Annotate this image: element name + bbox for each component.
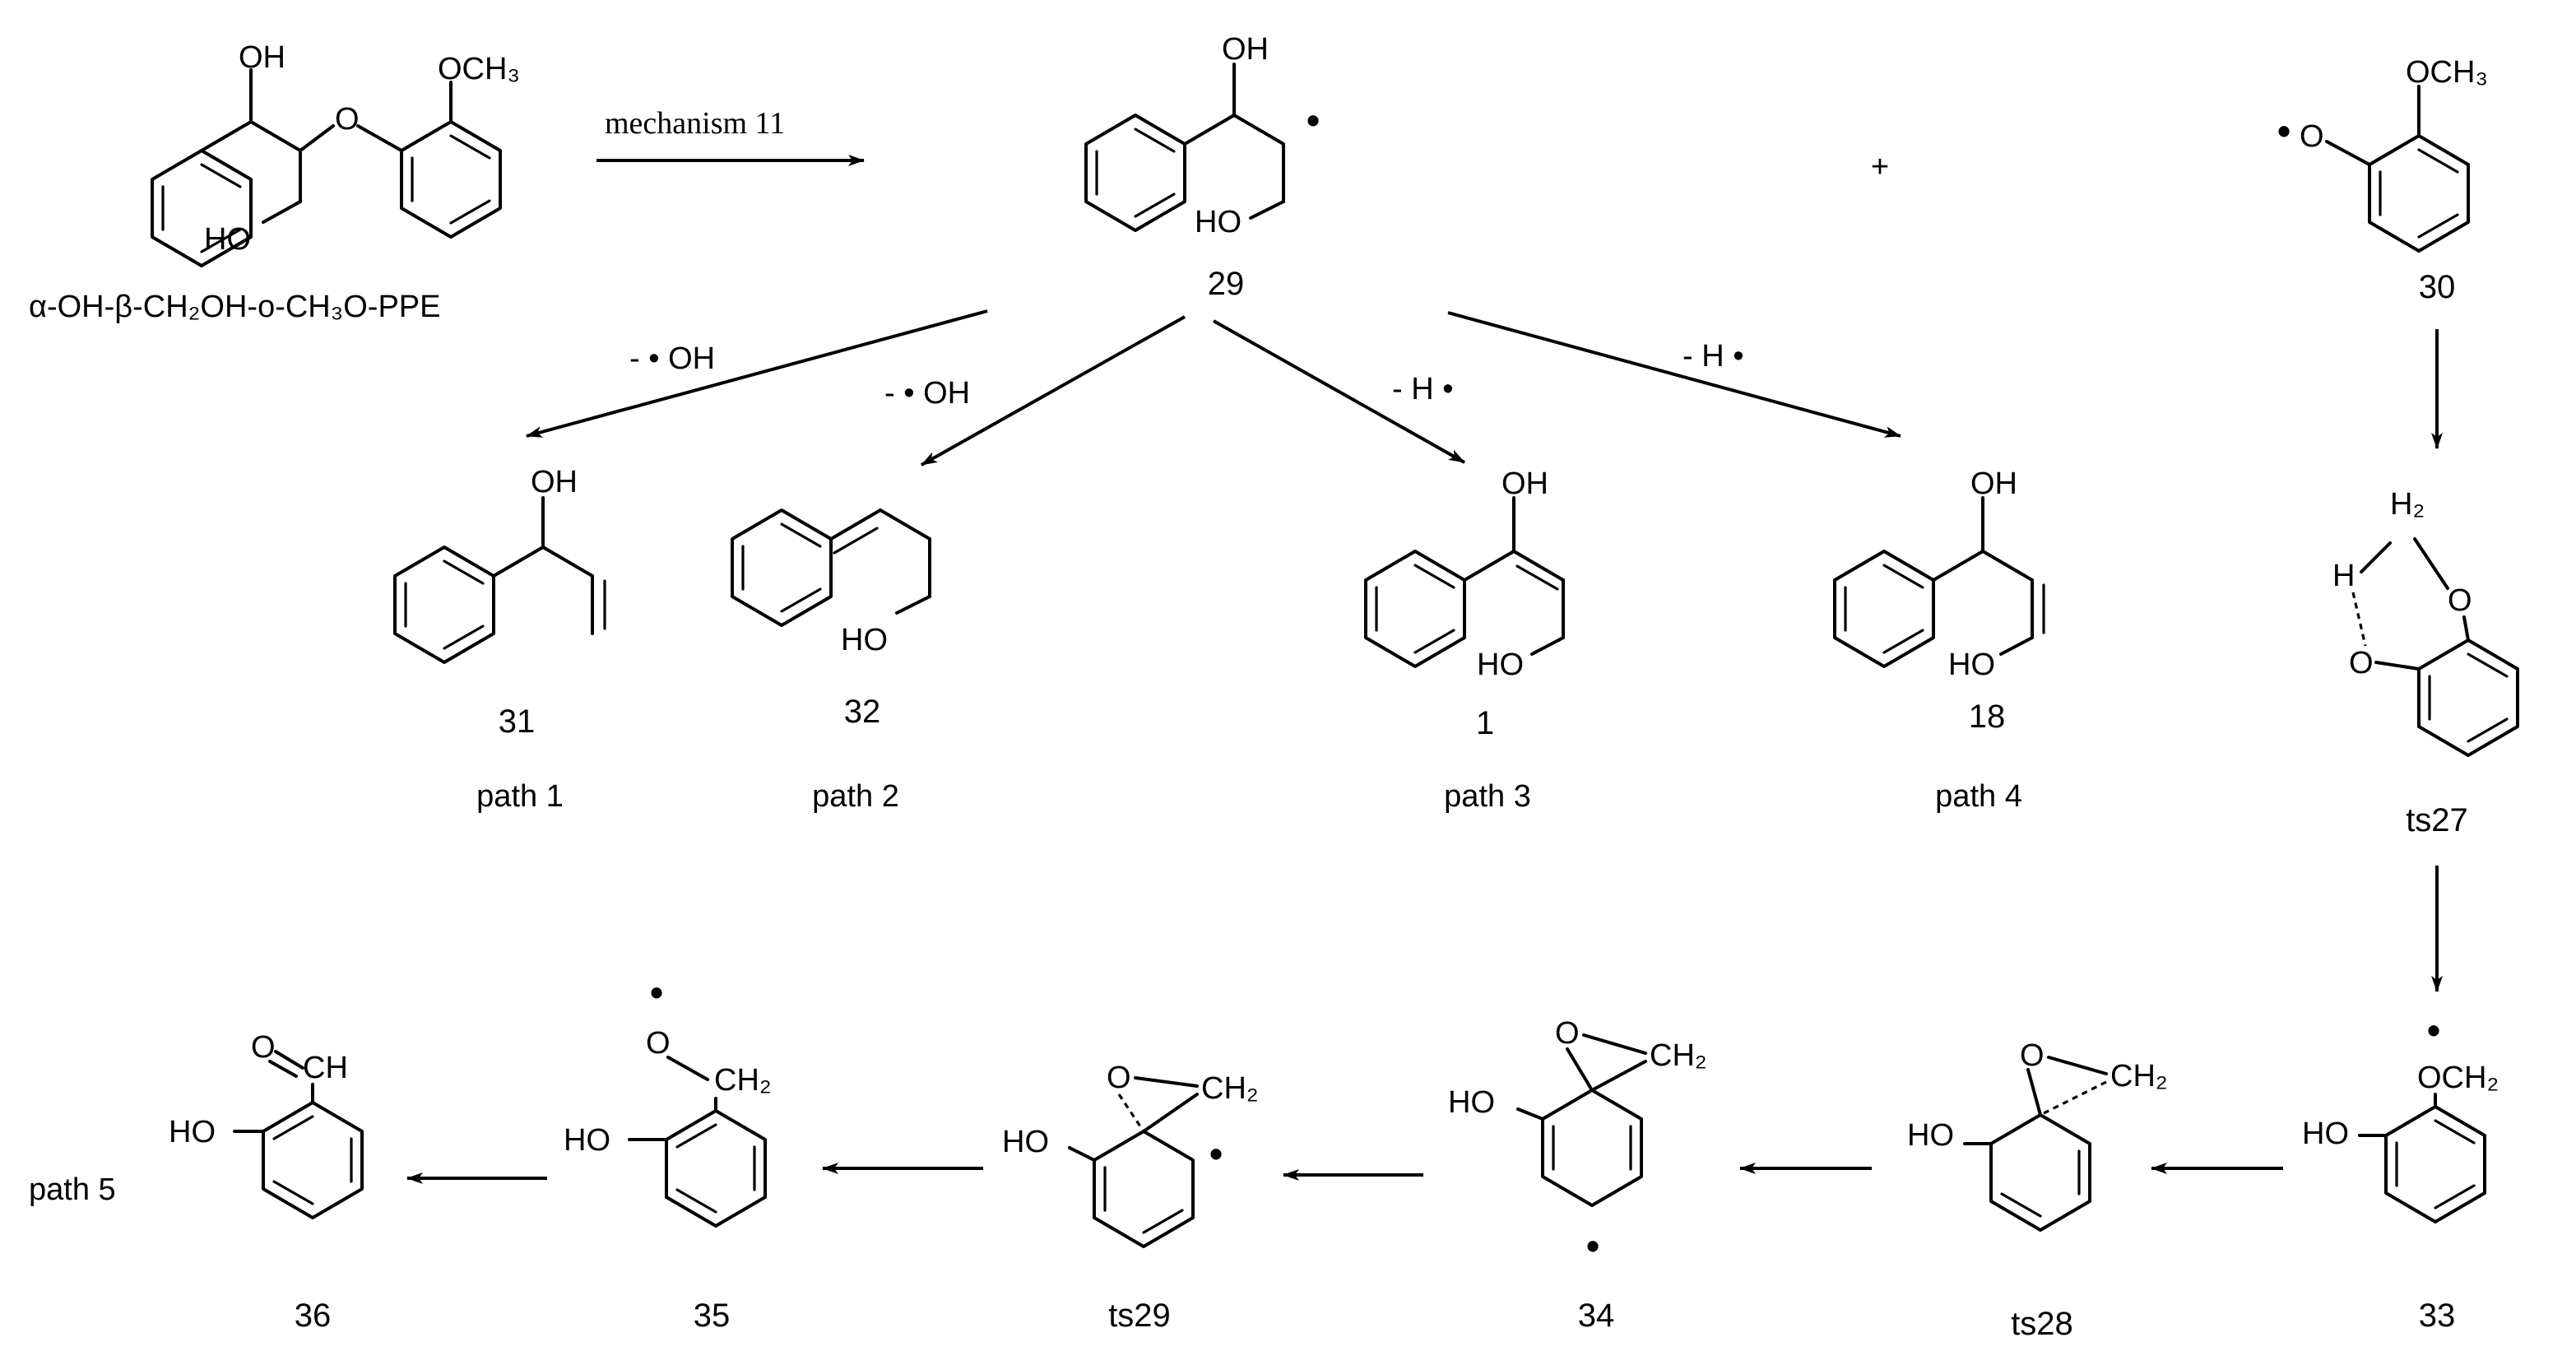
arrow-path-1 (526, 309, 988, 438)
atom-ho: HO (1448, 1085, 1495, 1120)
atom-h: H (2332, 559, 2355, 593)
ts28-label: ts28 (2011, 1306, 2073, 1342)
path-4-label: path 4 (1935, 779, 2022, 814)
atom-ch2: CH₂ (2110, 1059, 2168, 1093)
atom-oh: OH (1222, 32, 1269, 67)
reactant-structure: OH O HO OCH₃ (151, 40, 520, 267)
atom-ch2: CH₂ (1650, 1038, 1707, 1073)
atom-ho: HO (1002, 1125, 1049, 1159)
plus-sign: + (1871, 150, 1889, 184)
compound-34-label: 34 (1578, 1298, 1615, 1334)
compound-29-structure: OH • HO (1084, 32, 1320, 239)
atom-o: O (2300, 119, 2324, 154)
compound-29-label: 29 (1208, 266, 1245, 302)
arrow-path-3 (1213, 319, 1465, 464)
compound-30-structure: • O OCH₃ (2277, 55, 2488, 253)
atom-o: O (2020, 1038, 2045, 1073)
atom-ho: HO (564, 1123, 610, 1158)
ts29-structure: O CH₂ HO • (1002, 1061, 1259, 1248)
compound-1-label: 1 (1476, 705, 1494, 741)
atom-o: O (251, 1030, 276, 1065)
atom-h2: H₂ (2390, 487, 2425, 522)
arrow-path-4 (1447, 311, 1901, 438)
compound-34-structure: O CH₂ HO • (1448, 1016, 1707, 1267)
atom-ho: HO (204, 222, 251, 257)
radical-dot: • (1307, 99, 1320, 142)
radical-dot: • (2427, 1009, 2440, 1052)
atom-o: O (2448, 583, 2472, 618)
compound-18-structure: OH HO (1833, 467, 2045, 682)
atom-o: O (2349, 646, 2374, 680)
radical-dot: • (1209, 1132, 1223, 1175)
atom-och3: OCH₃ (438, 52, 520, 86)
compound-31-label: 31 (499, 703, 536, 740)
atom-o: O (1107, 1061, 1131, 1095)
arrow-path-2 (921, 315, 1186, 467)
atom-oh: OH (1502, 467, 1548, 501)
path-5-label: path 5 (29, 1172, 116, 1207)
atom-ho: HO (169, 1115, 216, 1149)
atom-ho: HO (1477, 648, 1524, 682)
compound-33-label: 33 (2419, 1298, 2456, 1334)
atom-ho: HO (1948, 648, 1995, 682)
atom-o: O (1555, 1016, 1580, 1051)
ts28-structure: O CH₂ HO (1907, 1038, 2168, 1232)
compound-30-label: 30 (2419, 269, 2456, 305)
ts27-label: ts27 (2406, 802, 2468, 838)
atom-ho: HO (841, 623, 888, 657)
compound-35-structure: • O CH₂ HO (564, 971, 772, 1228)
atom-och2: OCH₂ (2417, 1061, 2499, 1095)
atom-oh: OH (1970, 467, 2017, 501)
compound-36-label: 36 (295, 1298, 332, 1334)
condition-4: - H • (1683, 339, 1744, 374)
compound-32-structure: HO (731, 508, 931, 657)
atom-o: O (646, 1026, 671, 1061)
atom-oh: OH (531, 465, 578, 499)
radical-dot: • (2277, 109, 2291, 152)
radical-dot: • (1586, 1224, 1599, 1267)
condition-3: - H • (1392, 372, 1454, 406)
ts29-label: ts29 (1108, 1298, 1171, 1334)
ts27-structure: H₂ H O O (2332, 487, 2519, 757)
atom-och3: OCH₃ (2406, 55, 2488, 90)
atom-ch: CH (303, 1051, 348, 1085)
compound-33-structure: • OCH₂ HO (2302, 1009, 2499, 1223)
mechanism-label: mechanism 11 (605, 106, 785, 141)
condition-1: - • OH (629, 341, 715, 376)
compound-18-label: 18 (1969, 699, 2006, 735)
atom-oh: OH (239, 40, 285, 75)
radical-dot: • (650, 971, 663, 1014)
reactant-name: α-OH-β-CH₂OH-o-CH₃O-PPE (29, 290, 440, 324)
atom-ho: HO (1907, 1118, 1954, 1153)
atom-ch2: CH₂ (714, 1063, 772, 1098)
path-3-label: path 3 (1444, 779, 1531, 814)
compound-1-structure: OH HO (1364, 467, 1565, 682)
path-2-label: path 2 (812, 779, 899, 814)
condition-2: - • OH (884, 376, 970, 411)
compound-32-label: 32 (844, 694, 881, 730)
compound-35-label: 35 (694, 1298, 731, 1334)
atom-ho: HO (1195, 205, 1242, 239)
atom-o: O (335, 102, 360, 137)
path-1-label: path 1 (476, 779, 564, 814)
atom-ho: HO (2302, 1117, 2349, 1151)
compound-31-structure: OH (393, 465, 606, 664)
atom-ch2: CH₂ (1201, 1071, 1259, 1106)
compound-36-structure: O CH HO (169, 1030, 364, 1219)
